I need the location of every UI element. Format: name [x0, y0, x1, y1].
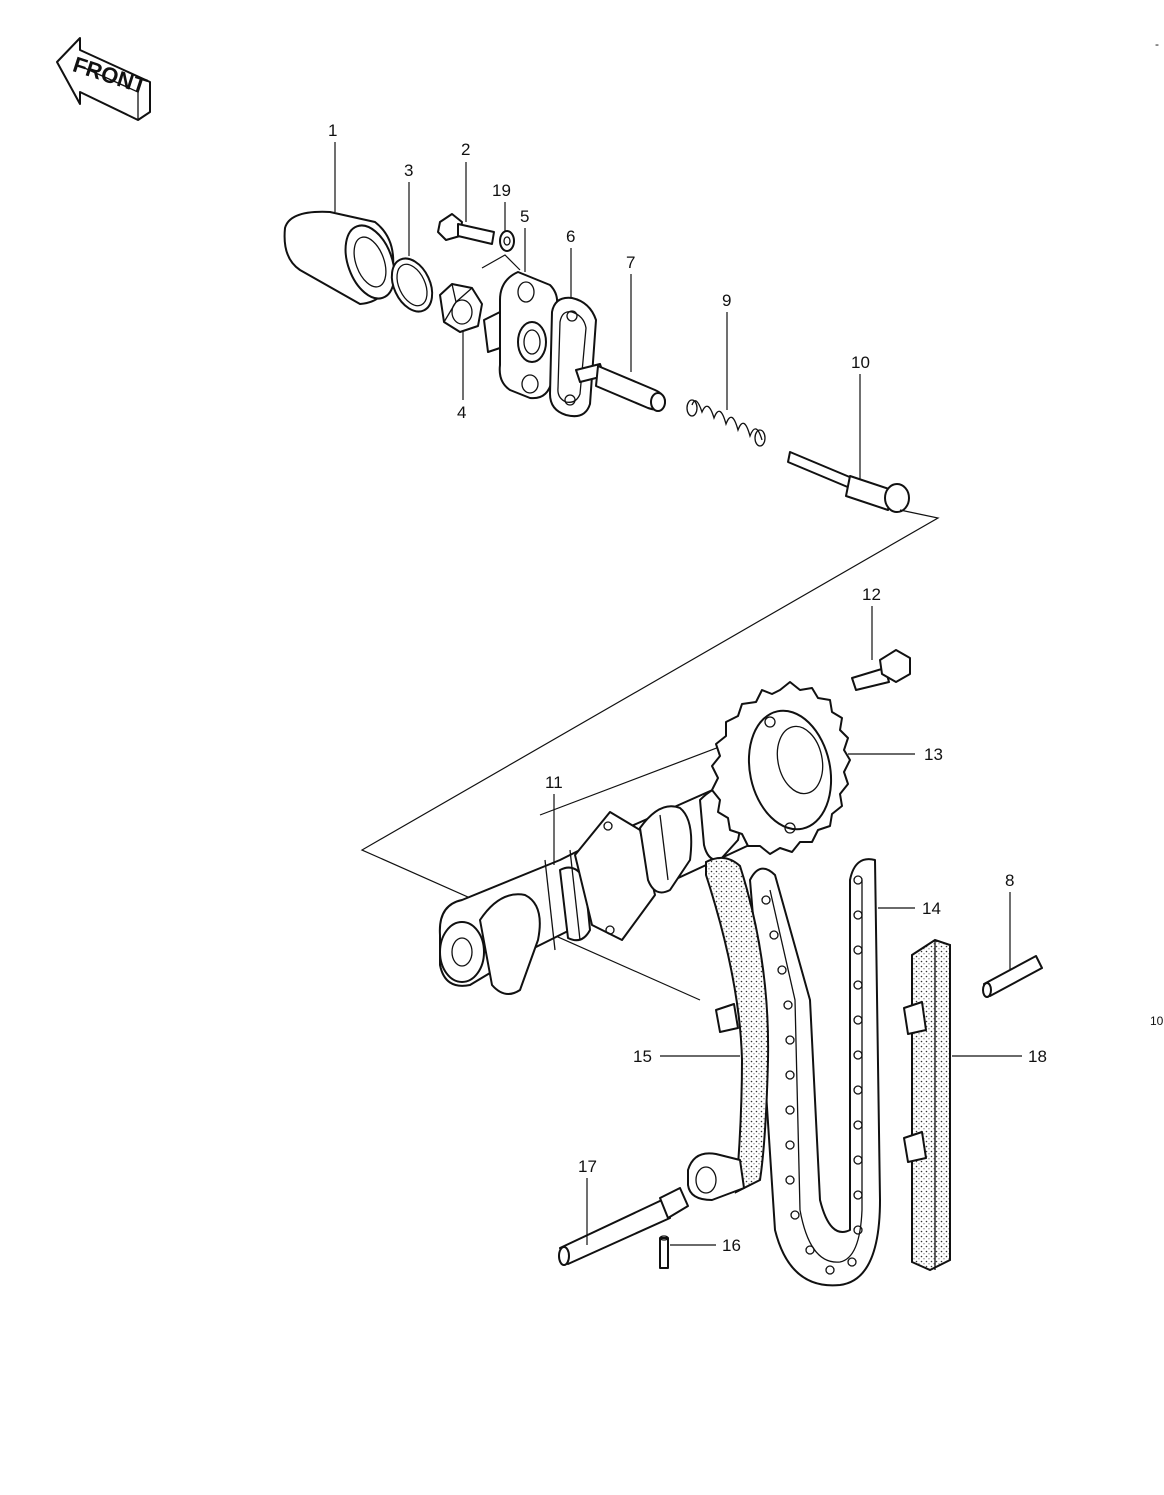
chain-guide-tensioner: [687, 856, 770, 1201]
tensioner-body: [483, 271, 559, 400]
sprocket-bolt: [851, 649, 911, 691]
part-number-2: 2: [461, 140, 470, 159]
callout-9: 9: [722, 291, 731, 410]
part-number-11: 11: [545, 773, 563, 792]
part-number-6: 6: [566, 227, 575, 246]
guide-pivot-pin: [558, 1187, 689, 1266]
callout-10: 10: [851, 353, 870, 480]
callout-13: 13: [848, 745, 943, 764]
callout-15: 15: [633, 1047, 740, 1066]
cam-chain: [749, 858, 881, 1287]
callout-6: 6: [566, 227, 575, 298]
page-edge-mark: 10: [1150, 1014, 1164, 1028]
part-number-17: 17: [578, 1157, 597, 1176]
callout-16: 16: [670, 1236, 741, 1255]
chain-links-right: [847, 875, 863, 1267]
part-number-15: 15: [633, 1047, 652, 1066]
callout-5: 5: [520, 207, 529, 272]
corner-dot: -: [1155, 37, 1159, 51]
push-rod: [575, 363, 666, 412]
callout-4: 4: [457, 330, 466, 422]
part-number-16: 16: [722, 1236, 741, 1255]
callout-7: 7: [626, 253, 635, 372]
callout-2: 2: [461, 140, 470, 222]
gasket: [549, 296, 597, 418]
part-number-19: 19: [492, 181, 511, 200]
part-number-13: 13: [924, 745, 943, 764]
part-number-8: 8: [1005, 871, 1014, 890]
callout-14: 14: [878, 899, 941, 918]
small-dowel-pin: [659, 1235, 669, 1269]
callout-17: 17: [578, 1157, 597, 1245]
part-number-4: 4: [457, 403, 466, 422]
callout-11: 11: [545, 773, 563, 865]
guide-pin: [982, 955, 1043, 998]
callout-8: 8: [1005, 871, 1014, 970]
part-number-12: 12: [862, 585, 881, 604]
o-ring: [390, 257, 434, 313]
part-number-10: 10: [851, 353, 870, 372]
tensioner-cap: [283, 210, 396, 305]
washer: [499, 230, 515, 252]
front-arrow-sign: FRONT: [56, 37, 151, 121]
part-number-14: 14: [922, 899, 941, 918]
callout-18: 18: [952, 1047, 1047, 1066]
part-number-9: 9: [722, 291, 731, 310]
callout-3: 3: [404, 161, 413, 256]
callout-12: 12: [862, 585, 881, 660]
part-number-7: 7: [626, 253, 635, 272]
part-number-1: 1: [328, 121, 337, 140]
part-number-18: 18: [1028, 1047, 1047, 1066]
callout-19: 19: [492, 181, 511, 232]
lock-nut: [439, 283, 483, 333]
part-number-3: 3: [404, 161, 413, 180]
chain-links-left: [761, 895, 835, 1275]
tensioner-spring: [686, 399, 766, 447]
part-number-5: 5: [520, 207, 529, 226]
mounting-bolt: [437, 213, 495, 245]
chain-guide-fixed: [903, 938, 951, 1272]
cam-sprocket: [711, 681, 851, 855]
callout-1: 1: [328, 121, 337, 212]
tensioner-bolt: [787, 451, 910, 513]
assembly-link-line-upper: [481, 254, 521, 271]
